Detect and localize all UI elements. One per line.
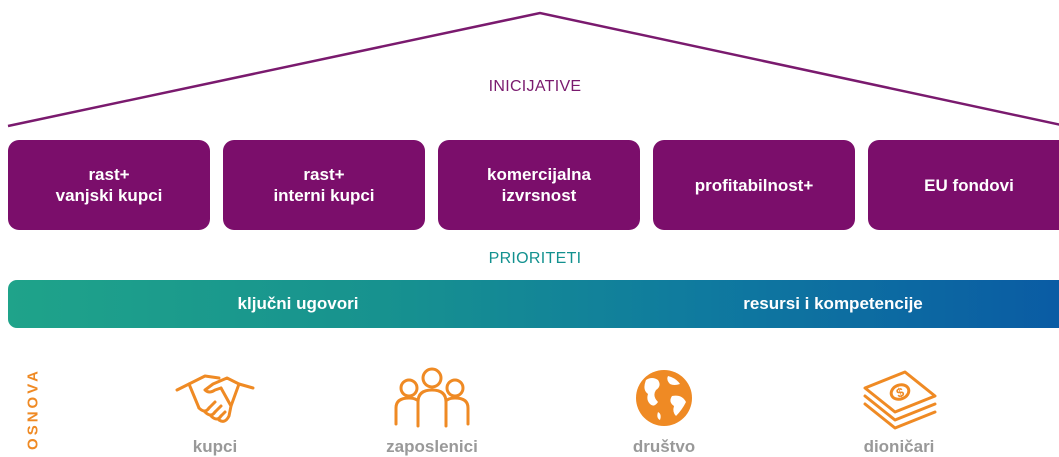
handshake-icon	[175, 374, 255, 423]
pillar-label: EU fondovi	[924, 175, 1014, 195]
stakeholder-label: zaposlenici	[386, 437, 478, 456]
pillar-eu-funds: EU fondovi	[868, 140, 1059, 230]
money-stack-icon: $	[863, 370, 937, 430]
stakeholder-label: kupci	[192, 437, 238, 456]
foundation-label: OSNOVA	[24, 367, 42, 450]
pillar-label: profitabilnost+	[694, 175, 814, 195]
priorities-bar: ključni ugovori resursi i kompetencije	[8, 280, 1059, 328]
pillar-profitability: profitabilnost+	[653, 140, 855, 230]
people-icon	[394, 367, 470, 428]
priorities-label: PRIORITETI	[488, 250, 582, 267]
pillar-growth-internal: rast+ interni kupci	[223, 140, 425, 230]
resources-competencies-label: resursi i kompetencije	[743, 294, 923, 313]
stakeholder-employees: zaposlenici	[352, 362, 512, 456]
key-contracts-label: ključni ugovori	[237, 294, 359, 313]
foundation-label-wrap: OSNOVA	[23, 362, 43, 455]
stakeholder-society: društvo	[584, 362, 744, 456]
pillar-label: komercijalna izvrsnost	[487, 165, 591, 205]
pillar-growth-external: rast+ vanjski kupci	[8, 140, 210, 230]
pillars-row: rast+ vanjski kupci rast+ interni kupci …	[8, 140, 1059, 230]
pillar-label: rast+ interni kupci	[273, 165, 375, 205]
pillar-label: rast+ vanjski kupci	[55, 165, 163, 205]
stakeholder-shareholders: $ dioničari	[819, 362, 979, 456]
roof-outline	[7, 11, 1059, 128]
initiatives-label: INICIJATIVE	[488, 78, 582, 95]
pillar-commercial-excellence: komercijalna izvrsnost	[438, 140, 640, 230]
stakeholder-label: dioničari	[863, 437, 935, 456]
stakeholder-label: društvo	[632, 437, 696, 456]
stakeholder-customers: kupci	[135, 362, 295, 456]
globe-icon	[636, 370, 692, 426]
